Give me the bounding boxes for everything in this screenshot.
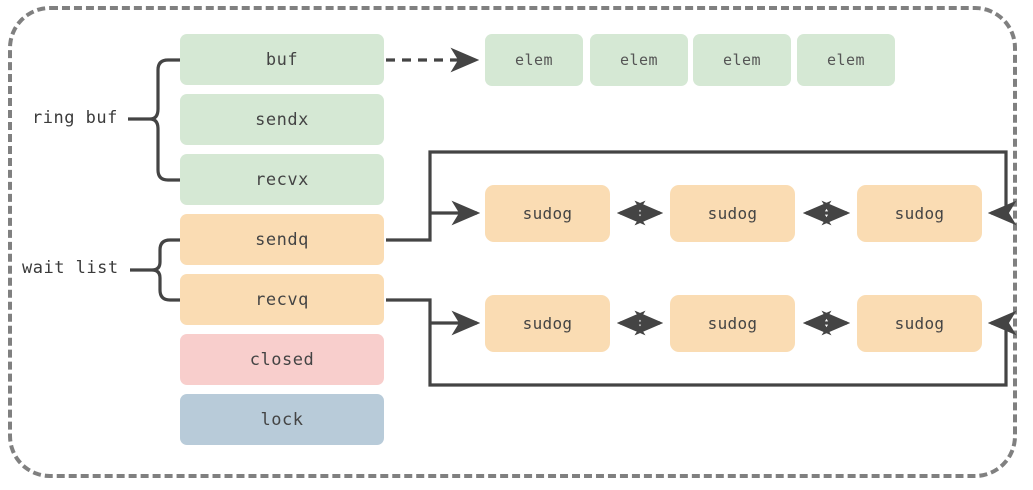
sudog-box-recvq: sudog (857, 295, 982, 352)
sudog-label: sudog (894, 314, 945, 333)
group-label-text: wait list (22, 258, 119, 278)
sudog-label: sudog (707, 204, 758, 223)
field-label: closed (249, 349, 315, 370)
sudog-box-sendq: sudog (857, 185, 982, 242)
sudog-label: sudog (894, 204, 945, 223)
elem-label: elem (619, 51, 659, 69)
field-label: sendx (255, 109, 309, 130)
field-box-sendx: sendx (180, 94, 384, 145)
sudog-box-recvq: sudog (485, 295, 610, 352)
elem-label: elem (514, 51, 554, 69)
field-box-recvq: recvq (180, 274, 384, 325)
elem-label: elem (826, 51, 866, 69)
sudog-label: sudog (522, 314, 573, 333)
field-label: recvq (255, 289, 309, 310)
elem-box: elem (797, 34, 895, 86)
group-label-text: ring buf (32, 108, 118, 128)
hchan-struct-outline (8, 6, 1017, 478)
sudog-box-sendq: sudog (670, 185, 795, 242)
field-box-closed: closed (180, 334, 384, 385)
sudog-label: sudog (707, 314, 758, 333)
sudog-box-recvq: sudog (670, 295, 795, 352)
elem-label: elem (722, 51, 762, 69)
group-label-ring-buf: ring buf (32, 108, 118, 128)
field-box-sendq: sendq (180, 214, 384, 265)
field-box-buf: buf (180, 34, 384, 85)
field-box-lock: lock (180, 394, 384, 445)
elem-box: elem (693, 34, 791, 86)
field-label: buf (265, 49, 299, 70)
field-box-recvx: recvx (180, 154, 384, 205)
sudog-box-sendq: sudog (485, 185, 610, 242)
group-label-wait-list: wait list (22, 258, 119, 278)
field-label: recvx (255, 169, 309, 190)
field-label: sendq (255, 229, 309, 250)
elem-box: elem (485, 34, 583, 86)
sudog-label: sudog (522, 204, 573, 223)
field-label: lock (260, 409, 304, 430)
elem-box: elem (590, 34, 688, 86)
